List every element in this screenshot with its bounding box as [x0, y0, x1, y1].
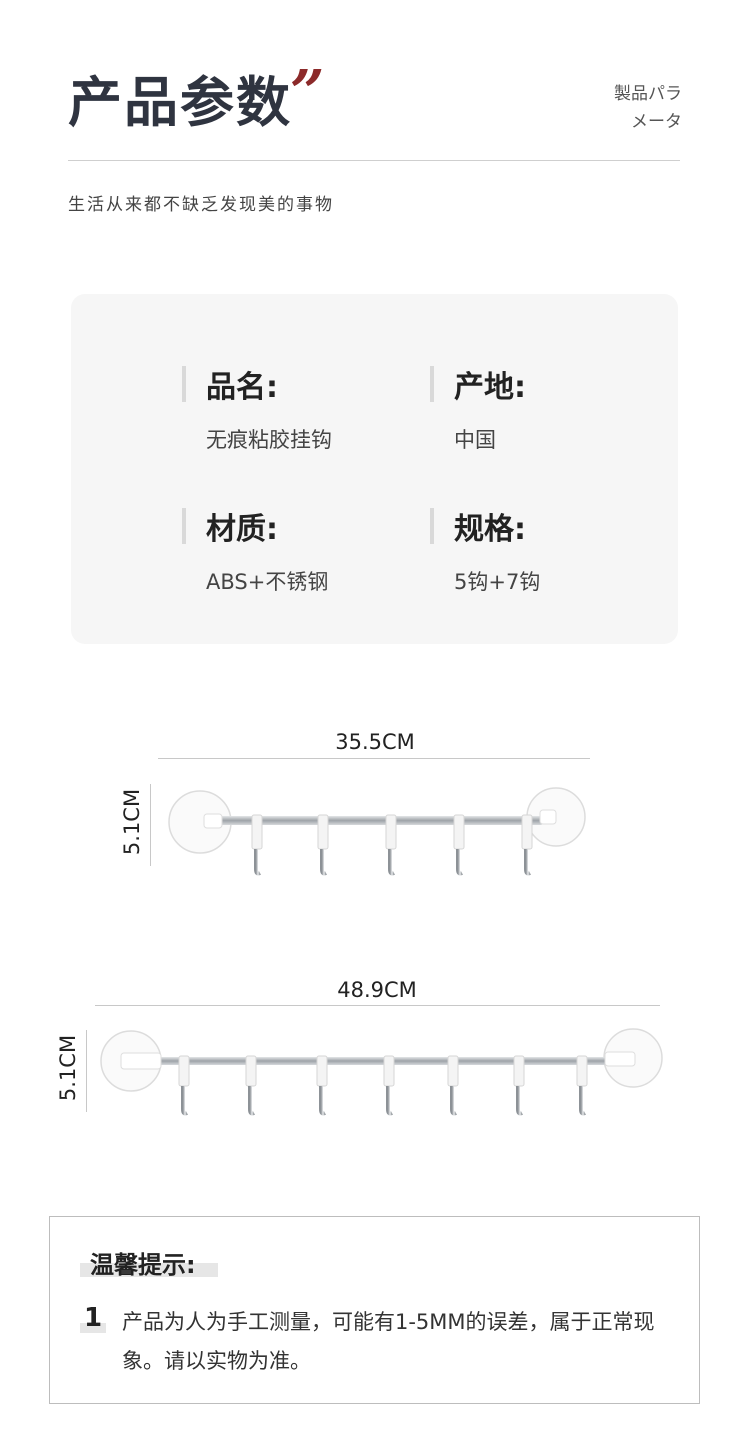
hook-icon	[251, 814, 263, 876]
spec-label: 规格:	[454, 512, 526, 547]
hook-icon	[317, 814, 329, 876]
product-1-height-label: 5.1CM	[120, 788, 144, 856]
japanese-title-line-1: 製品パラ	[614, 84, 682, 104]
spec-value: 无痕粘胶挂钩	[206, 428, 332, 452]
notice-box: 温馨提示: 1 产品为人为手工测量，可能有1-5MM的误差，属于正常现象。请以实…	[49, 1216, 700, 1404]
spec-item-origin: 产地: 中国	[430, 362, 650, 452]
japanese-title: 製品パラ メータ	[562, 80, 682, 136]
notice-title: 温馨提示:	[90, 1251, 196, 1279]
spec-bar	[182, 366, 186, 402]
product-2-length-line	[95, 1005, 660, 1006]
spec-value: 中国	[454, 428, 496, 452]
notice-number-highlight	[80, 1323, 106, 1333]
notice-item-text: 产品为人为手工测量，可能有1-5MM的误差，属于正常现象。请以实物为准。	[122, 1310, 655, 1373]
product-1-height-line	[150, 784, 151, 866]
product-2-height-line	[86, 1030, 87, 1112]
notice-item-number: 1	[84, 1303, 103, 1333]
spec-bar	[430, 508, 434, 544]
spec-value: 5钩+7钩	[454, 570, 541, 594]
product-1-length-label: 35.5CM	[335, 730, 415, 754]
product-1-hook-rack	[168, 787, 586, 876]
spec-label: 材质:	[206, 512, 278, 547]
hook-icon	[447, 1055, 459, 1116]
spec-value: ABS+不锈钢	[206, 570, 329, 594]
product-1-length-line	[158, 758, 590, 759]
page-title: 产品参数	[68, 71, 292, 134]
hook-icon	[383, 1055, 395, 1116]
header-divider	[68, 160, 680, 161]
spec-label: 产地:	[454, 370, 526, 405]
product-2-height-label: 5.1CM	[56, 1034, 80, 1102]
notice-title-highlight	[80, 1263, 218, 1277]
spec-bar	[430, 366, 434, 402]
title-quote-mark: ”	[290, 58, 325, 128]
product-2-hook-rack	[100, 1028, 663, 1116]
hook-icon	[385, 814, 397, 876]
page-subtitle: 生活从来都不缺乏发现美的事物	[68, 195, 334, 215]
spec-label: 品名:	[206, 370, 278, 405]
hook-icon	[178, 1055, 190, 1116]
hook-icon	[521, 814, 533, 876]
spec-item-size: 规格: 5钩+7钩	[430, 504, 650, 594]
spec-card	[71, 294, 678, 644]
hook-icon	[316, 1055, 328, 1116]
spec-item-name: 品名: 无痕粘胶挂钩	[182, 362, 402, 452]
spec-bar	[182, 508, 186, 544]
hook-icon	[453, 814, 465, 876]
hook-icon	[576, 1055, 588, 1116]
hook-icon	[513, 1055, 525, 1116]
japanese-title-line-2: メータ	[631, 112, 682, 132]
product-2-length-label: 48.9CM	[337, 978, 417, 1002]
hook-icon	[245, 1055, 257, 1116]
spec-item-material: 材质: ABS+不锈钢	[182, 504, 402, 594]
